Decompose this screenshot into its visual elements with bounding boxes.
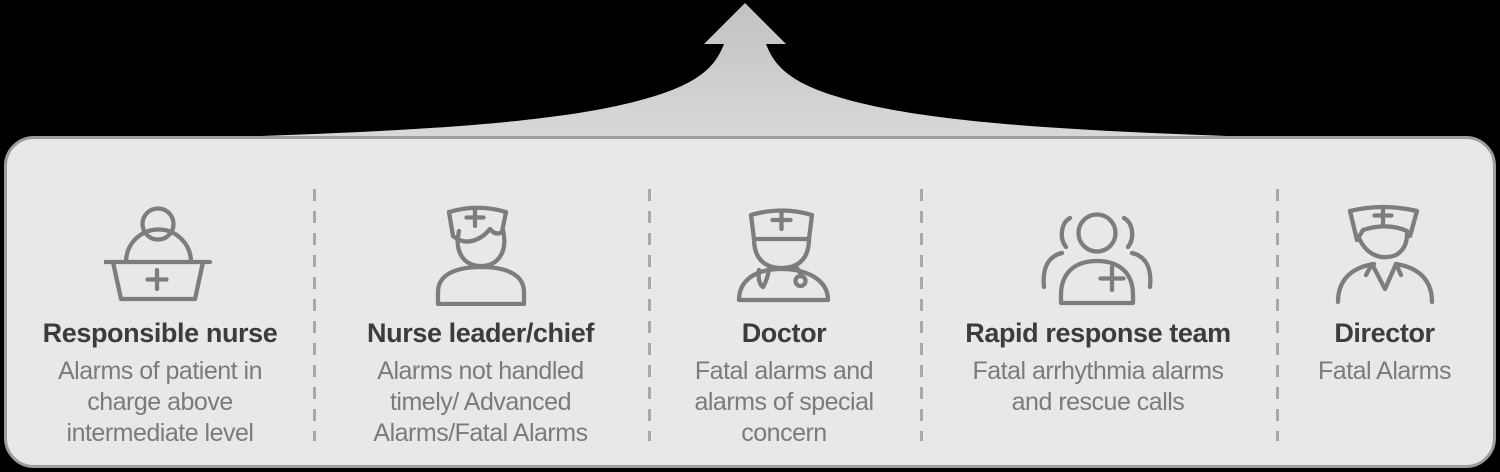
- divider: [648, 189, 651, 441]
- role-title: Responsible nurse: [42, 318, 278, 348]
- role-title: Director: [1334, 318, 1435, 348]
- role-nurse-leader: Nurse leader/chief Alarms not handled ti…: [313, 139, 648, 465]
- role-columns: Responsible nurse Alarms of patient in c…: [7, 139, 1493, 465]
- role-description: Fatal Alarms: [1318, 357, 1451, 385]
- role-doctor: Doctor Fatal alarms and alarms of specia…: [648, 139, 920, 465]
- divider: [1276, 189, 1279, 441]
- role-director: Director Fatal Alarms: [1276, 139, 1493, 465]
- doctor-icon: [729, 196, 839, 306]
- escalation-peak-arrow: [200, 3, 1290, 138]
- nurse-leader-icon: [426, 196, 536, 306]
- role-description: Fatal alarms and alarms of special conce…: [694, 357, 874, 447]
- role-responsible-nurse: Responsible nurse Alarms of patient in c…: [7, 139, 313, 465]
- up-arrow-icon: [200, 3, 1290, 138]
- role-description: Fatal arrhythmia alarms and rescue calls: [972, 357, 1224, 416]
- role-rapid-response-team: Rapid response team Fatal arrhythmia ala…: [920, 139, 1276, 465]
- role-title: Rapid response team: [965, 318, 1231, 348]
- rapid-response-team-icon: [1032, 196, 1164, 306]
- divider: [313, 189, 316, 441]
- role-description: Alarms of patient in charge above interm…: [58, 357, 263, 447]
- roles-panel: Responsible nurse Alarms of patient in c…: [4, 136, 1496, 468]
- role-title: Nurse leader/chief: [367, 318, 594, 348]
- role-description: Alarms not handled timely/ Advanced Alar…: [373, 357, 588, 447]
- divider: [920, 189, 923, 441]
- director-icon: [1330, 196, 1440, 306]
- role-title: Doctor: [741, 318, 827, 348]
- nurse-at-desk-icon: [104, 196, 216, 306]
